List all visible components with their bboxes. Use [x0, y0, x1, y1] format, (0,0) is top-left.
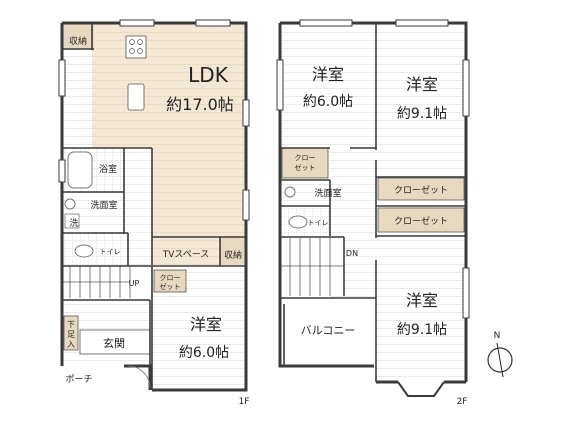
room-c-size: 約9.1帖	[397, 322, 447, 338]
room-a-2f	[280, 23, 376, 149]
toilet-1f-label: トイレ	[100, 248, 121, 256]
hall-area-top	[62, 49, 92, 147]
wash-label: 洗	[69, 217, 78, 229]
washing-machine	[64, 213, 80, 229]
sink	[127, 83, 145, 111]
toilet-1f	[62, 234, 128, 266]
windows-2f	[276, 19, 470, 319]
storage-small-1f	[220, 237, 246, 265]
bay-window	[397, 381, 445, 397]
bathtub	[67, 151, 93, 189]
closet-small-2f-line2: ゼット	[295, 163, 316, 172]
shoe-box-1: 下	[67, 320, 75, 329]
inner-walls-1f	[62, 23, 246, 390]
stove	[125, 35, 147, 59]
balcony-label: バルコニー	[301, 324, 356, 337]
storage-small-1f-label: 収納	[224, 249, 242, 261]
toilet-bowl-2f	[288, 215, 308, 229]
up-label: UP	[129, 279, 140, 288]
storage-top-area	[62, 23, 94, 49]
windows-1f	[58, 19, 250, 221]
floor-1: 収納 LDK 約17.0帖 浴室 洗面室 洗 トイレ TVスペース 収納 クロー…	[58, 19, 250, 407]
washroom-2f-label: 洗面室	[314, 187, 341, 199]
dn-label: DN	[346, 249, 358, 258]
room-c-name: 洋室	[406, 291, 438, 310]
closet-2-2f	[377, 207, 465, 233]
bath-label: 浴室	[99, 163, 117, 175]
tv-space-label: TVスペース	[162, 250, 210, 260]
compass-north-label: N	[494, 331, 501, 341]
compass: N	[487, 331, 513, 378]
room-c-2f	[376, 238, 466, 382]
closet-1-2f-label: クローゼット	[394, 184, 448, 196]
room-a-name: 洋室	[312, 65, 344, 84]
washroom-1f-label: 洗面室	[90, 199, 117, 211]
room-a-size: 約6.0帖	[303, 94, 353, 110]
room-b-2f	[376, 23, 466, 177]
entrance-label: 玄関	[103, 336, 125, 350]
floor1-label: 1F	[239, 397, 250, 407]
toilet-bowl-1f	[74, 244, 94, 258]
porch-door	[127, 365, 151, 389]
porch-label: ポーチ	[65, 374, 92, 385]
ldk-name: LDK	[188, 63, 229, 87]
floor-2: 洋室 約6.0帖 洋室 約9.1帖 洋室 約9.1帖 クロー ゼット クローゼッ…	[276, 19, 470, 407]
stairs-2f	[280, 238, 344, 296]
inner-walls-2f	[280, 23, 466, 382]
storage-top-label: 収納	[69, 35, 87, 47]
kitchen-fixtures	[125, 35, 147, 111]
closet-small-2f-line1: クロー	[295, 154, 316, 162]
shoe-box	[63, 315, 79, 351]
western-room-1f-name: 洋室	[190, 315, 222, 334]
closet-1-2f	[377, 177, 465, 201]
floor2-label: 2F	[457, 397, 468, 407]
porch	[62, 368, 126, 390]
wash-basin	[64, 198, 76, 210]
closet-small-1f-line2: ゼット	[160, 282, 181, 291]
balcony	[284, 304, 374, 356]
wash-basin-2f	[284, 186, 296, 198]
shoe-box-3: 入	[67, 340, 75, 349]
room-b-size: 約9.1帖	[397, 106, 447, 122]
ldk-size: 約17.0帖	[166, 95, 234, 114]
closet-2-2f-label: クローゼット	[394, 215, 448, 227]
western-room-1f-size: 約6.0帖	[179, 345, 229, 361]
stair-steps-1f	[62, 266, 131, 298]
closet-small-2f	[281, 147, 329, 179]
closet-small-1f-line1: クロー	[160, 274, 181, 282]
tv-space	[152, 237, 220, 265]
shoe-box-2: 足	[67, 330, 75, 339]
stair-steps-2f	[280, 238, 344, 296]
room-b-name: 洋室	[406, 75, 438, 94]
toilet-2f-label: トイレ	[308, 219, 329, 227]
